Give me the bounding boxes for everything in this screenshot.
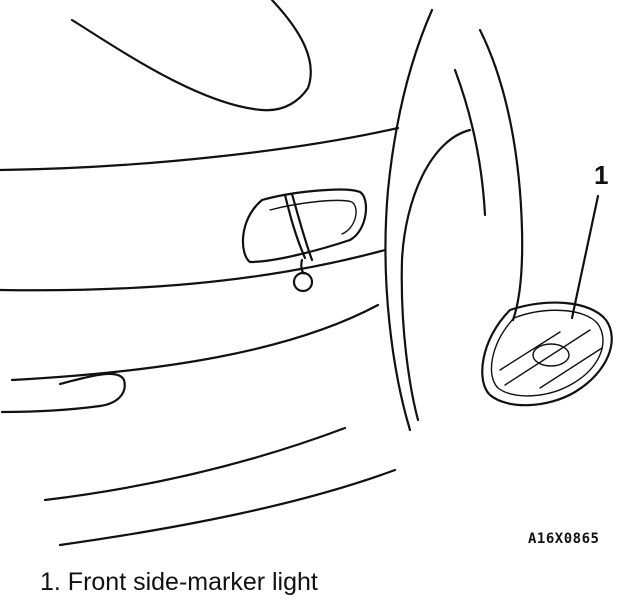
wheel-arch-outer bbox=[384, 8, 434, 432]
figure-caption: 1. Front side-marker light bbox=[40, 568, 318, 596]
hood-outline bbox=[70, 0, 312, 112]
side-marker-light-lamp bbox=[481, 301, 613, 407]
door-lower-line bbox=[0, 248, 387, 292]
callout-number: 1 bbox=[594, 160, 609, 190]
fender-crease-line bbox=[0, 126, 400, 172]
callout-leader-line bbox=[570, 194, 600, 320]
body-side-line bbox=[10, 303, 380, 382]
wheel-arch-middle bbox=[453, 68, 487, 217]
figure-code: A16X0865 bbox=[528, 531, 600, 547]
tire-inner-curve bbox=[400, 128, 472, 422]
lower-trim-curve bbox=[0, 372, 126, 414]
wheel-arch-inner bbox=[478, 28, 524, 322]
bottom-edge-line bbox=[58, 468, 397, 547]
bulb-socket-with-wire bbox=[241, 188, 367, 293]
sill-line bbox=[43, 426, 347, 502]
